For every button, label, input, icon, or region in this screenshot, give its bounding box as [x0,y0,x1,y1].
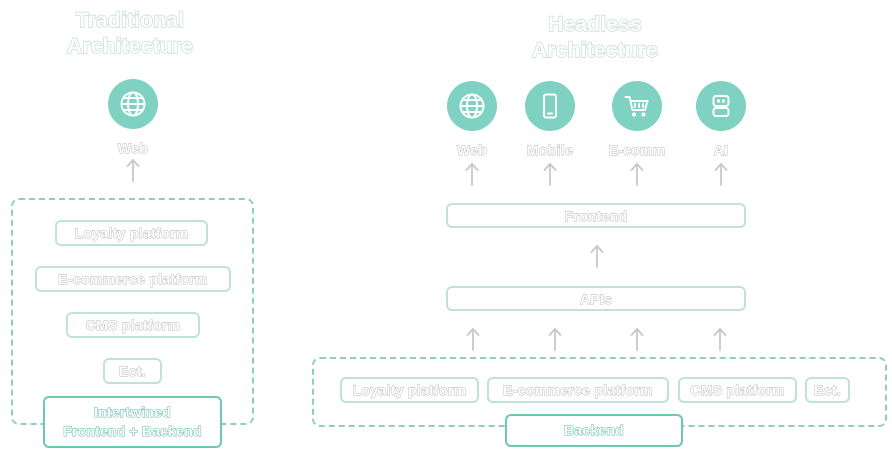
up-arrow-icon [465,163,479,186]
up-arrow-icon [543,163,557,186]
traditional-loyalty-platform: Loyalty platform [55,220,208,246]
headless-title-line2: Architecture [531,38,659,62]
traditional-etc-platform: Ect. [103,358,162,384]
headless-ecomm-channel [612,81,662,131]
headless-loyalty-platform: Loyalty platform [340,377,479,403]
up-arrow-icon [126,159,140,182]
shopping-cart-icon [624,96,649,117]
traditional-web-label: Web [117,140,149,157]
robot-icon [712,95,730,117]
intertwined-line1: Intertwined [94,404,172,421]
headless-web-channel [447,81,497,131]
traditional-title-line1: Traditional [75,8,185,32]
headless-apis-box: APIs [446,286,746,311]
headless-web-label: Web [456,142,488,159]
traditional-title: Traditional Architecture [30,8,230,60]
globe-icon [120,91,146,117]
headless-frontend-box: Frontend [446,203,746,228]
traditional-title-line2: Architecture [66,34,194,58]
headless-ecomm-label: E-comm [608,142,666,159]
headless-title: Headless Architecture [495,12,695,64]
headless-mobile-channel [525,81,575,131]
up-arrow-icon [590,245,604,268]
up-arrow-icon [466,328,480,351]
headless-ai-label: AI [713,142,729,159]
headless-cms-platform: CMS platform [678,377,797,403]
traditional-cms-platform: CMS platform [66,312,200,338]
traditional-ecommerce-platform: E-commerce platform [35,266,231,292]
headless-backend-box: Backend [505,414,683,447]
headless-mobile-label: Mobile [526,142,574,159]
globe-icon [459,93,485,119]
up-arrow-icon [714,163,728,186]
intertwined-line2: Frontend + Backend [63,423,202,440]
up-arrow-icon [630,328,644,351]
headless-etc-platform: Ect. [805,377,850,403]
headless-ai-channel [696,81,746,131]
mobile-phone-icon [543,93,557,119]
headless-ecommerce-platform: E-commerce platform [487,377,669,403]
up-arrow-icon [630,163,644,186]
up-arrow-icon [713,328,727,351]
intertwined-frontend-backend-box: Intertwined Frontend + Backend [43,396,222,448]
headless-title-line1: Headless [547,12,642,36]
traditional-web-channel [108,79,158,129]
up-arrow-icon [548,328,562,351]
